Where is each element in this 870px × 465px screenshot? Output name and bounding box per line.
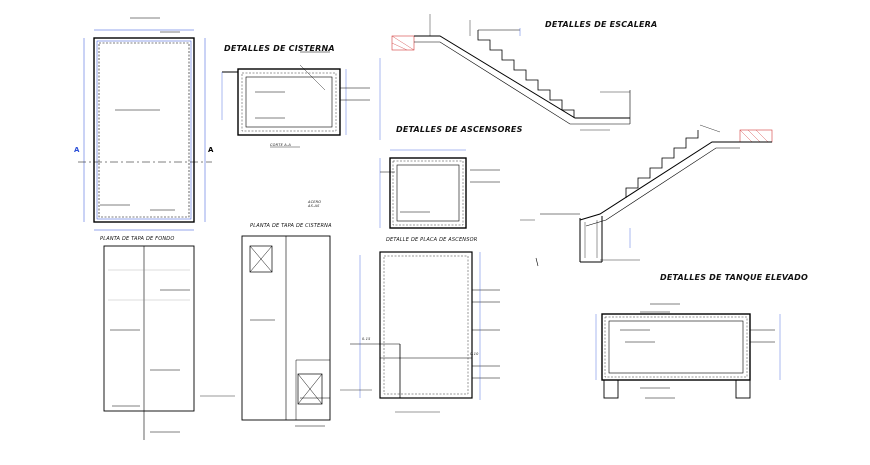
fondo-note: ACERO AS-AS <box>308 200 322 208</box>
dim-label-1: 0.15 <box>362 337 371 341</box>
escalera-upper <box>391 14 631 131</box>
title-escalera: DETALLES DE ESCALERA <box>545 20 658 29</box>
title-placa-ascensor: DETALLE DE PLACA DE ASCENSOR <box>386 237 478 243</box>
axis-a-right: A <box>208 146 214 154</box>
tapa-fondo <box>103 245 235 440</box>
axis-a-left: A <box>74 146 80 154</box>
ascensores-detail <box>379 149 500 229</box>
title-tanque: DETALLES DE TANQUE ELEVADO <box>660 273 809 282</box>
escalera-lower <box>520 124 773 267</box>
dim-label-2: 0.10 <box>470 352 479 356</box>
tanque-elevado <box>595 303 781 399</box>
title-tapa-fondo: PLANTA DE TAPA DE FONDO <box>100 236 175 242</box>
placa-ascensor <box>350 251 500 413</box>
cisterna-plan <box>78 17 212 231</box>
cisterna-section <box>221 51 381 148</box>
title-tapa-cisterna: PLANTA DE TAPA DE CISTERNA <box>250 223 332 229</box>
label-corte: CORTE A-A <box>270 143 291 147</box>
title-cisterna: DETALLES DE CISTERNA <box>224 44 335 53</box>
title-ascensores: DETALLES DE ASCENSORES <box>396 125 523 134</box>
tapa-cisterna <box>241 235 372 427</box>
